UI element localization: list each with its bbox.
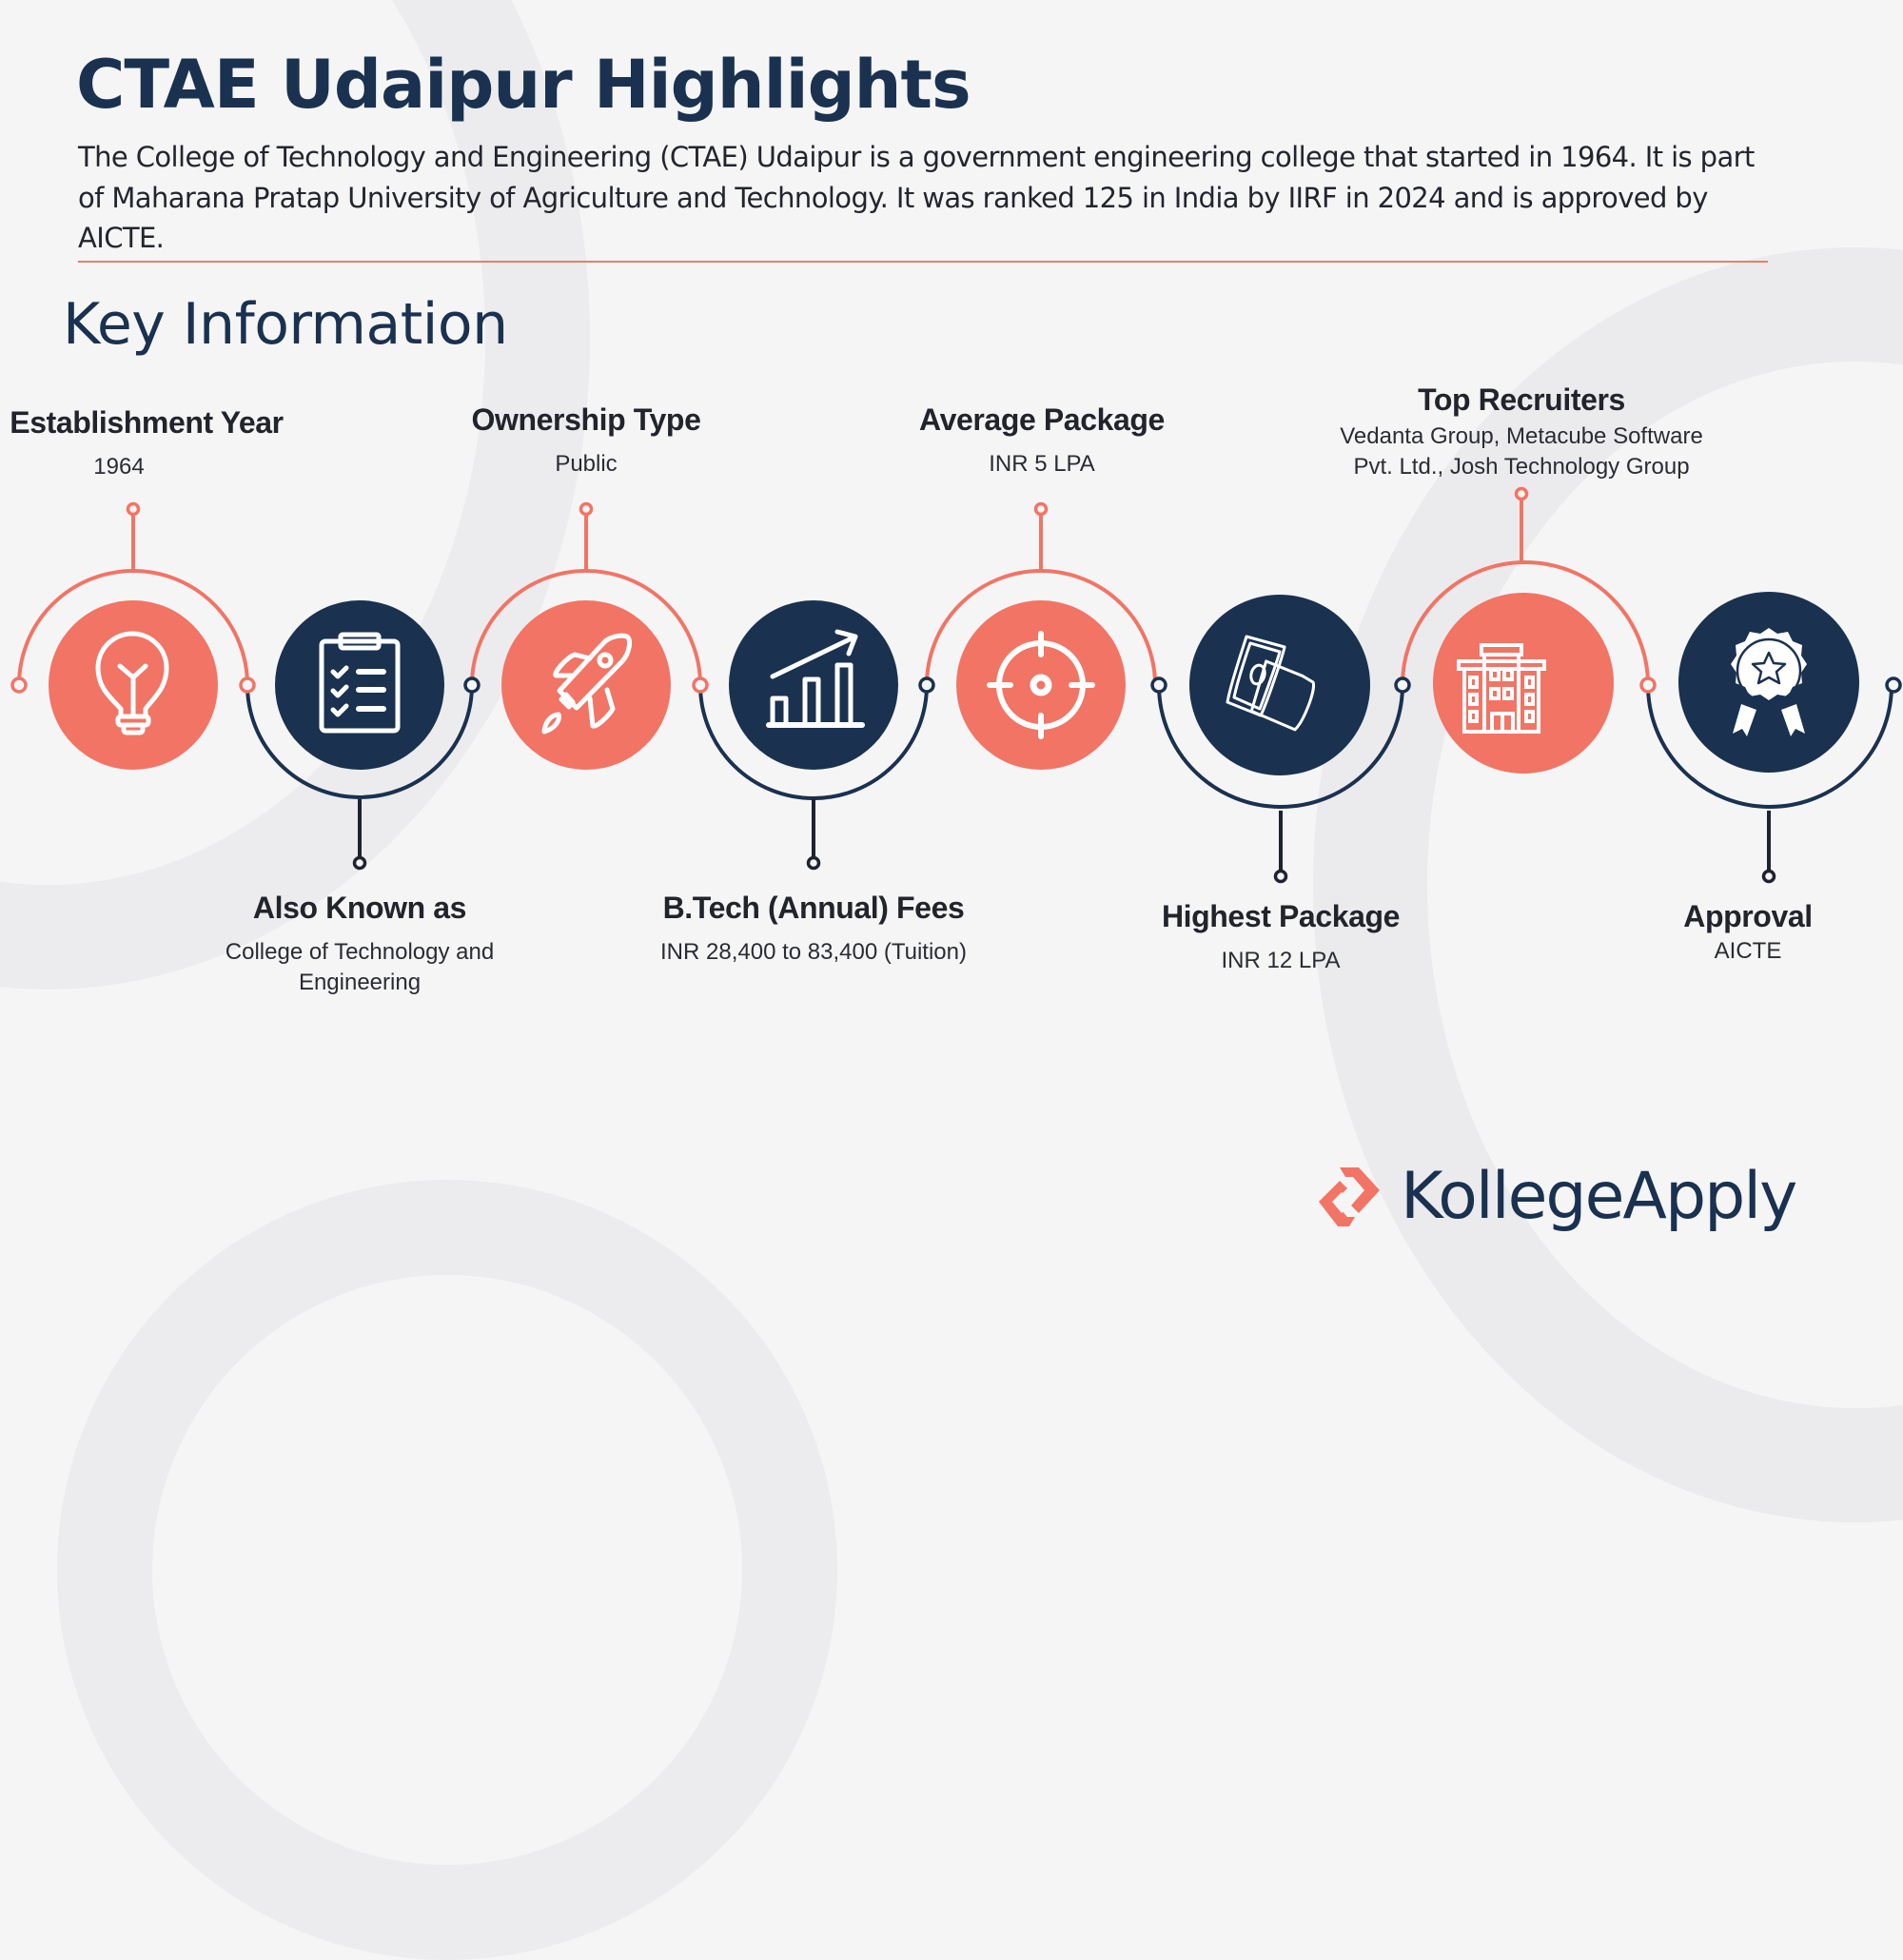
info-value: INR 12 LPA <box>1221 948 1341 973</box>
info-value: INR 28,400 to 83,400 (Tuition) <box>660 939 967 965</box>
divider <box>78 261 1768 263</box>
building-icon <box>1457 643 1546 734</box>
timeline-graphic <box>10 486 1902 884</box>
brand-logo: KollegeApply <box>1317 1159 1797 1234</box>
icon-disc <box>275 600 444 770</box>
money-bills-icon <box>1226 635 1315 732</box>
info-top-recruiters: Top Recruiters Vedanta Group, Metacube S… <box>1340 382 1703 482</box>
info-value: Public <box>555 451 618 477</box>
info-value: INR 5 LPA <box>989 451 1095 477</box>
icon-disc <box>729 600 898 770</box>
growth-chart-icon <box>766 629 865 728</box>
icon-disc <box>956 600 1126 770</box>
info-label: Establishment Year <box>10 405 284 440</box>
info-btech-fees: B.Tech (Annual) Fees INR 28,400 to 83,40… <box>660 891 967 968</box>
info-highest-package: Highest Package INR 12 LPA <box>1161 899 1401 976</box>
intro-paragraph: The College of Technology and Engineerin… <box>78 141 1755 254</box>
info-label: Average Package <box>919 402 1165 437</box>
target-icon <box>987 631 1095 739</box>
info-label: Highest Package <box>1161 899 1401 933</box>
icon-disc <box>1433 593 1614 774</box>
section-title: Key Information <box>63 291 508 358</box>
rocket-icon <box>541 633 633 735</box>
info-average-package: Average Package INR 5 LPA <box>919 402 1165 480</box>
info-also-known-as: Also Known as College of Technology and … <box>226 891 494 998</box>
award-badge-icon <box>1731 628 1807 736</box>
icon-disc <box>1189 595 1370 775</box>
clipboard-checklist-icon <box>319 632 401 734</box>
page-title: CTAE Udaipur Highlights <box>76 46 971 124</box>
info-label: Also Known as <box>252 891 467 925</box>
info-value-line: Pvt. Ltd., Josh Technology Group <box>1353 454 1690 480</box>
chevron-arrows-icon <box>1319 1166 1380 1226</box>
info-value-line: Vedanta Group, Metacube Software <box>1340 423 1703 449</box>
info-value-line: Engineering <box>298 970 422 995</box>
info-value: College of Technology and Engineering <box>226 937 494 998</box>
info-value: AICTE <box>1714 938 1782 964</box>
icon-disc <box>501 600 671 770</box>
info-value-line: College of Technology and <box>225 939 495 965</box>
info-value: 1964 <box>93 454 145 480</box>
info-value: Vedanta Group, Metacube Software Pvt. Lt… <box>1340 421 1703 482</box>
info-label: Ownership Type <box>471 402 701 437</box>
info-ownership-type: Ownership Type Public <box>472 402 701 480</box>
info-establishment-year: Establishment Year 1964 <box>10 405 284 482</box>
info-label: Top Recruiters <box>1418 382 1625 417</box>
info-label: Approval <box>1683 899 1813 933</box>
info-approval: Approval AICTE <box>1683 899 1813 967</box>
info-label: B.Tech (Annual) Fees <box>662 891 965 925</box>
brand-name: KollegeApply <box>1401 1159 1797 1234</box>
lightbulb-icon <box>95 631 169 735</box>
